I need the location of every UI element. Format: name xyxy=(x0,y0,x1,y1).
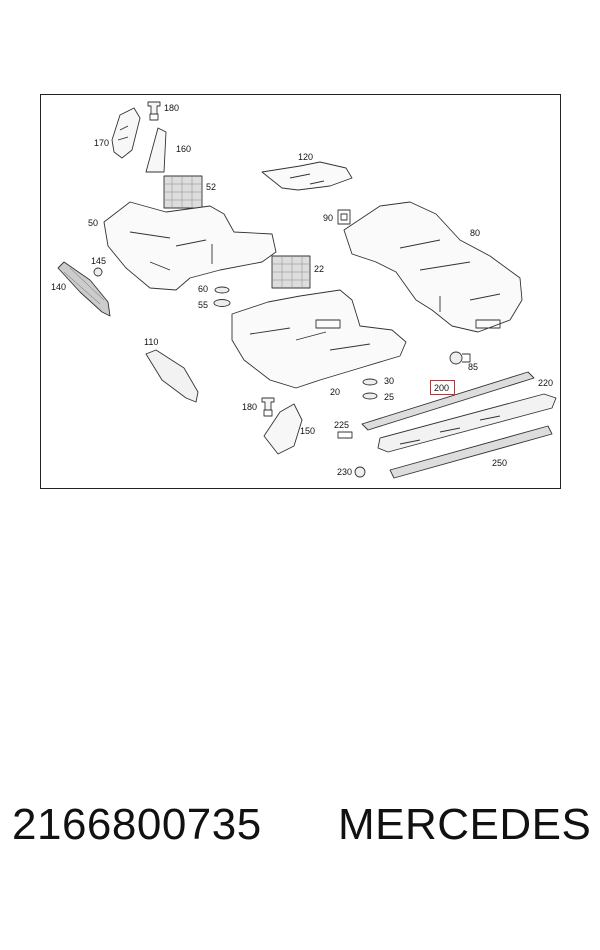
callout-230: 230 xyxy=(337,467,352,477)
callout-52: 52 xyxy=(206,182,216,192)
callout-80: 80 xyxy=(470,228,480,238)
disc-part-60 xyxy=(214,286,230,294)
disc-part-55 xyxy=(213,299,231,307)
part-number: 2166800735 xyxy=(12,800,262,849)
mesh-part-52 xyxy=(163,175,203,209)
callout-140: 140 xyxy=(51,282,66,292)
nut-part-145 xyxy=(93,267,103,277)
bracket-part-150 xyxy=(263,403,303,455)
highlight-box-200 xyxy=(430,380,455,395)
callout-90: 90 xyxy=(323,213,333,223)
callout-50: 50 xyxy=(88,218,98,228)
sill-panel-part-220 xyxy=(377,393,557,453)
panel-part-110 xyxy=(145,349,199,403)
callout-250: 250 xyxy=(492,458,507,468)
brand-name: MERCEDES xyxy=(338,800,592,849)
callout-labels: 180 170 160 52 50 120 90 80 145 140 60 5… xyxy=(51,103,553,477)
footer: 2166800735 MERCEDES xyxy=(0,800,600,860)
callout-30: 30 xyxy=(384,376,394,386)
callout-120: 120 xyxy=(298,152,313,162)
carpet-part-80 xyxy=(343,201,523,333)
callout-220: 220 xyxy=(538,378,553,388)
callout-145: 145 xyxy=(91,256,106,266)
clip-part-90 xyxy=(337,209,351,225)
clip-part-180-top xyxy=(147,101,161,121)
clip-part-180-lower xyxy=(261,397,275,417)
callout-170: 170 xyxy=(94,138,109,148)
callout-160: 160 xyxy=(176,144,191,154)
parts-diagram: 180 170 160 52 50 120 90 80 145 140 60 5… xyxy=(40,94,561,489)
bracket-part-170 xyxy=(111,107,141,159)
pin-part-85 xyxy=(449,351,471,365)
panel-part-120 xyxy=(261,161,353,191)
callout-25: 25 xyxy=(384,392,394,402)
sill-strip-part-250 xyxy=(389,425,553,479)
sill-strip-part-200 xyxy=(361,371,535,431)
callout-55: 55 xyxy=(198,300,208,310)
callout-20: 20 xyxy=(330,387,340,397)
callout-225: 225 xyxy=(334,420,349,430)
panel-part-160 xyxy=(145,127,167,173)
nut-part-230 xyxy=(354,466,366,478)
carpet-part-20 xyxy=(231,289,407,389)
disc-part-30 xyxy=(362,378,378,386)
disc-part-25 xyxy=(362,392,378,400)
carpet-part-50 xyxy=(103,201,277,291)
mesh-part-22 xyxy=(271,255,311,289)
callout-150: 150 xyxy=(300,426,315,436)
callout-22: 22 xyxy=(314,264,324,274)
callout-60: 60 xyxy=(198,284,208,294)
callout-200: 200 xyxy=(434,383,449,393)
grille-part-140 xyxy=(57,261,111,317)
clip-part-225 xyxy=(337,431,353,439)
callout-180-top: 180 xyxy=(164,103,179,113)
callout-85: 85 xyxy=(468,362,478,372)
callout-110: 110 xyxy=(144,337,158,347)
callout-180-lower: 180 xyxy=(242,402,257,412)
